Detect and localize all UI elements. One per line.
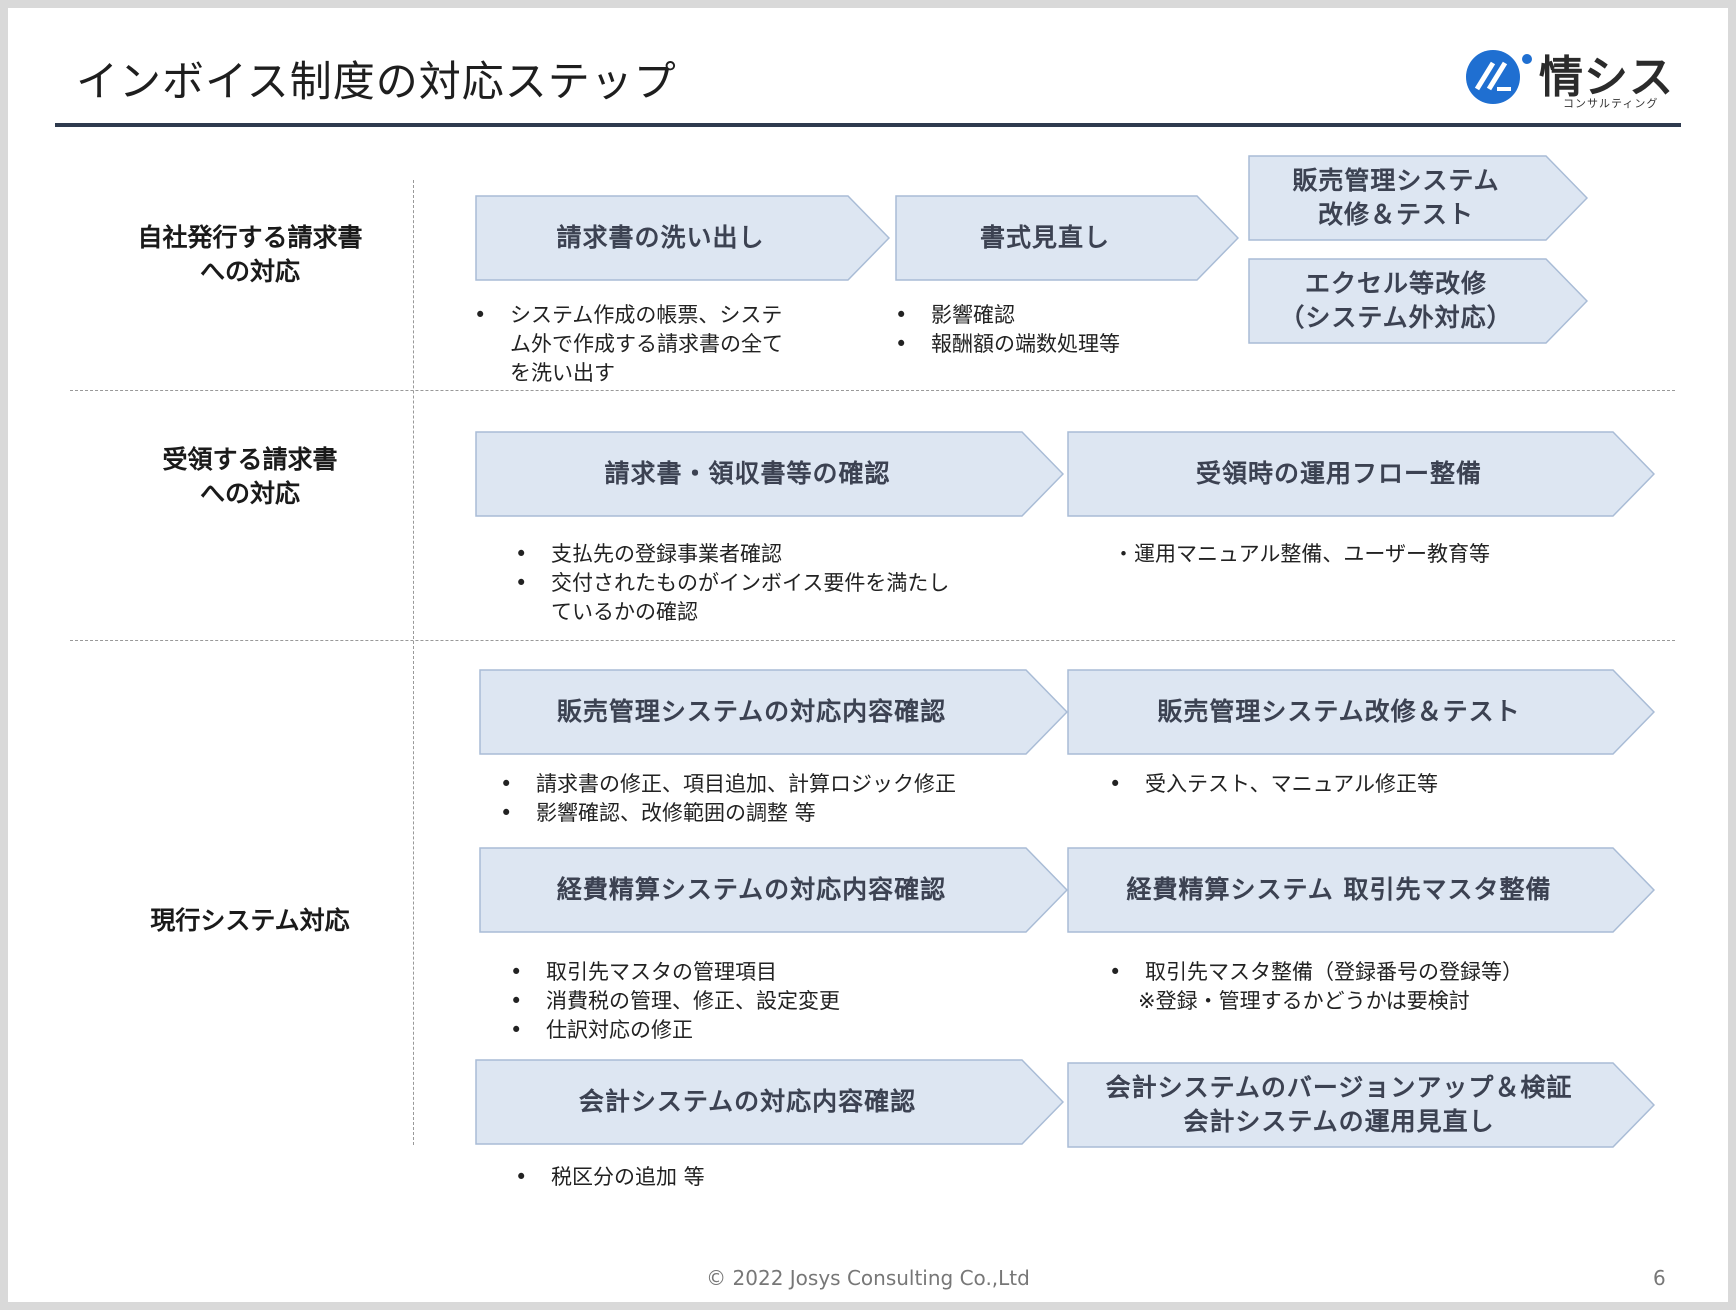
step-label: 販売管理システム 改修＆テスト xyxy=(1292,166,1500,229)
notes-expense-vendor-master: 取引先マスタ整備（登録番号の登録等） xyxy=(1109,958,1523,987)
title-divider xyxy=(55,123,1681,127)
step-arrow-shape xyxy=(475,431,1064,517)
list-item: 報酬額の端数処理等 xyxy=(895,330,1120,359)
step-arrow-shape xyxy=(1067,1062,1655,1148)
step-label: 請求書・領収書等の確認 xyxy=(604,459,891,488)
page-title: インボイス制度の対応ステップ xyxy=(76,57,677,106)
row-label-issued-invoices: 自社発行する請求書 への対応 xyxy=(137,223,363,286)
step-excel-modify: エクセル等改修 （システム外対応） xyxy=(1248,258,1588,344)
step-sales-system-check: 販売管理システムの対応内容確認 xyxy=(479,669,1068,755)
notes-sales-system-modify: 受入テスト、マニュアル修正等 xyxy=(1109,770,1438,799)
step-label: 会計システムの対応内容確認 xyxy=(578,1087,917,1116)
step-accounting-system-upgrade: 会計システムのバージョンアップ＆検証 会計システムの運用見直し xyxy=(1067,1062,1655,1148)
notes-expense-vendor-master-remark: ※登録・管理するかどうかは要検討 xyxy=(1138,989,1470,1013)
notes-receiving-flow: ・運用マニュアル整備、ユーザー教育等 xyxy=(1113,542,1490,566)
list-item: 支払先の登録事業者確認 xyxy=(515,540,949,569)
notes-accounting-system-check: 税区分の追加 等 xyxy=(515,1163,705,1192)
step-arrow-shape xyxy=(1067,669,1655,755)
step-label: 経費精算システムの対応内容確認 xyxy=(556,875,947,904)
list-item: 影響確認 xyxy=(895,301,1120,330)
row-label-current-systems: 現行システム対応 xyxy=(150,906,350,935)
step-arrow-shape xyxy=(475,195,890,281)
row-divider xyxy=(70,390,1675,391)
step-label: 経費精算システム 取引先マスタ整備 xyxy=(1126,875,1552,904)
list-item: 消費税の管理、修正、設定変更 xyxy=(510,987,840,1016)
step-arrow-shape xyxy=(895,195,1239,281)
copyright-footer: © 2022 Josys Consulting Co.,Ltd xyxy=(706,1266,1030,1290)
step-label: 販売管理システム改修＆テスト xyxy=(1157,697,1521,726)
step-arrow-shape xyxy=(1067,847,1655,933)
step-receiving-flow: 受領時の運用フロー整備 xyxy=(1067,431,1655,517)
step-arrow-shape xyxy=(1248,155,1588,241)
logo-subtitle: コンサルティング xyxy=(1563,97,1659,110)
list-item: 税区分の追加 等 xyxy=(515,1163,705,1192)
step-sales-system-modify-test: 販売管理システム 改修＆テスト xyxy=(1248,155,1588,241)
step-label: 会計システムのバージョンアップ＆検証 会計システムの運用見直し xyxy=(1105,1073,1573,1136)
list-item: 仕訳対応の修正 xyxy=(510,1016,840,1045)
list-item: 受入テスト、マニュアル修正等 xyxy=(1109,770,1438,799)
step-arrow-shape xyxy=(1067,431,1655,517)
step-check-invoices-receipts: 請求書・領収書等の確認 xyxy=(475,431,1064,517)
row-label-received-invoices: 受領する請求書 への対応 xyxy=(162,445,338,508)
step-format-review: 書式見直し xyxy=(895,195,1239,281)
page-number: 6 xyxy=(1653,1266,1666,1290)
logo-mark-icon xyxy=(1466,50,1532,104)
slide: インボイス制度の対応ステップ 情シス コンサルティング 自社発行する請求書 への… xyxy=(8,8,1728,1302)
column-divider xyxy=(413,180,414,1145)
step-expense-system-check: 経費精算システムの対応内容確認 xyxy=(479,847,1068,933)
step-expense-vendor-master: 経費精算システム 取引先マスタ整備 xyxy=(1067,847,1655,933)
step-label: 書式見直し xyxy=(979,223,1110,252)
step-accounting-system-check: 会計システムの対応内容確認 xyxy=(475,1059,1064,1145)
company-logo: 情シス コンサルティング xyxy=(1463,43,1688,121)
step-sales-system-modify: 販売管理システム改修＆テスト xyxy=(1067,669,1655,755)
list-item: 請求書の修正、項目追加、計算ロジック修正 xyxy=(500,770,956,799)
list-item: 取引先マスタの管理項目 xyxy=(510,958,840,987)
notes-format-review: 影響確認 報酬額の端数処理等 xyxy=(895,301,1120,359)
notes-sales-system-check: 請求書の修正、項目追加、計算ロジック修正 影響確認、改修範囲の調整 等 xyxy=(500,770,956,828)
step-arrow-shape xyxy=(479,847,1068,933)
list-item: 取引先マスタ整備（登録番号の登録等） xyxy=(1109,958,1523,987)
step-label: 販売管理システムの対応内容確認 xyxy=(556,697,947,726)
step-label: エクセル等改修 （システム外対応） xyxy=(1279,269,1513,332)
step-invoice-inventory: 請求書の洗い出し xyxy=(475,195,890,281)
notes-expense-system-check: 取引先マスタの管理項目 消費税の管理、修正、設定変更 仕訳対応の修正 xyxy=(510,958,840,1045)
row-divider xyxy=(70,640,1675,641)
step-arrow-shape xyxy=(475,1059,1064,1145)
step-label: 請求書の洗い出し xyxy=(556,223,765,252)
list-item: 影響確認、改修範囲の調整 等 xyxy=(500,799,956,828)
step-label: 受領時の運用フロー整備 xyxy=(1195,459,1482,488)
logo-name: 情シス xyxy=(1539,52,1674,103)
step-arrow-shape xyxy=(479,669,1068,755)
step-arrow-shape xyxy=(1248,258,1588,344)
